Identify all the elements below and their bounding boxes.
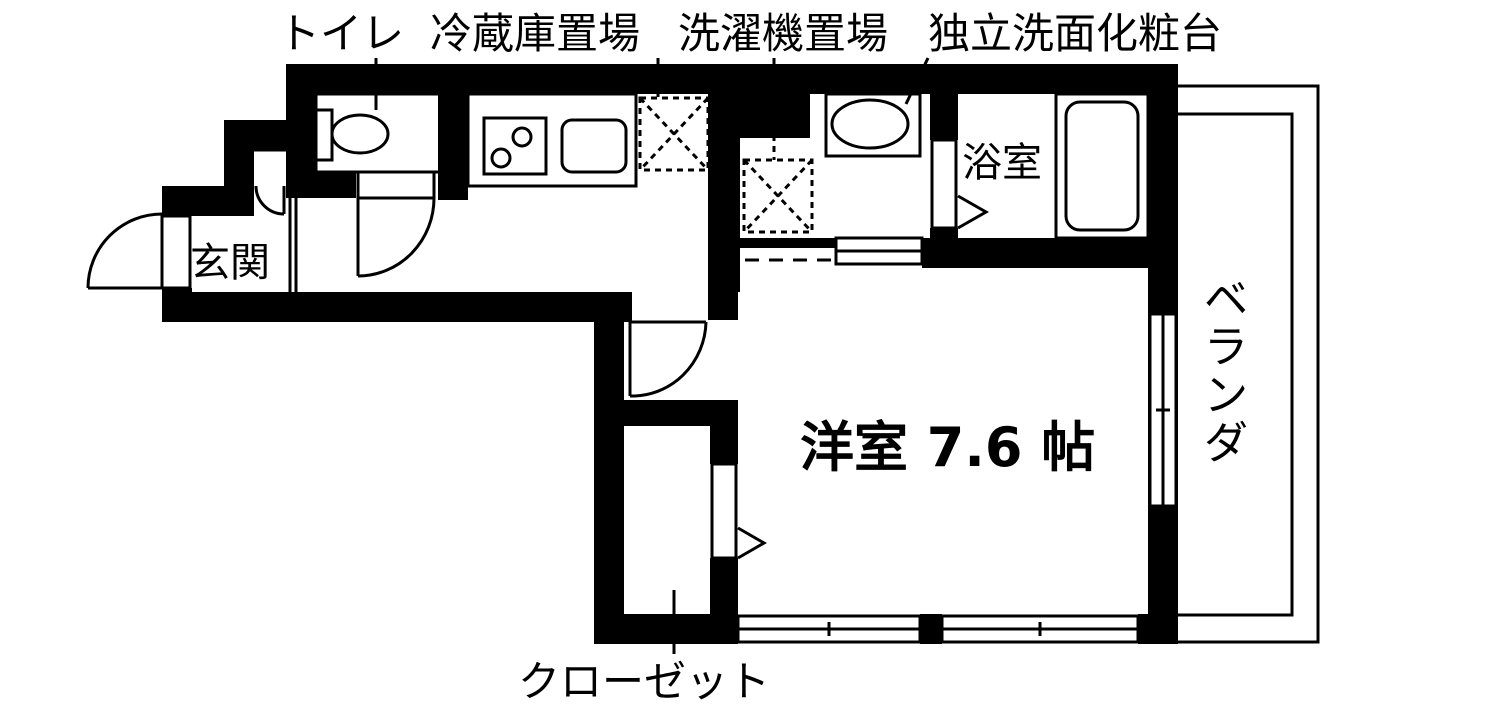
doors (86, 138, 990, 560)
balcony-char: ベ (1204, 274, 1248, 325)
room-label: 洋室 7.6 帖 (800, 416, 1095, 479)
vanity-label: 独立洗面化粧台 (928, 9, 1222, 58)
sink (560, 118, 628, 174)
stove (482, 116, 548, 176)
walls (162, 64, 1178, 644)
kitchen-counter (466, 92, 638, 188)
toilet-tank (314, 108, 334, 162)
bathroom-label: 浴室 (962, 140, 1042, 186)
bathtub (1064, 100, 1140, 232)
closet-label: クローゼット (518, 657, 770, 706)
balcony-char: ダ (1204, 418, 1248, 469)
toilet-label: トイレ (278, 9, 404, 58)
balcony-char: ン (1204, 370, 1248, 421)
windows (160, 214, 1178, 644)
fridge-space-label: 冷蔵庫置場 (430, 9, 640, 58)
balcony-char: ラ (1204, 322, 1248, 373)
toilet-bowl (330, 113, 390, 155)
vanity-basin (830, 98, 910, 150)
balcony-label: ベ ラ ン ダ (1204, 274, 1248, 469)
fixtures (314, 57, 1150, 654)
washer-space-label: 洗濯機置場 (678, 9, 888, 58)
entrance-label: 玄関 (190, 240, 270, 286)
